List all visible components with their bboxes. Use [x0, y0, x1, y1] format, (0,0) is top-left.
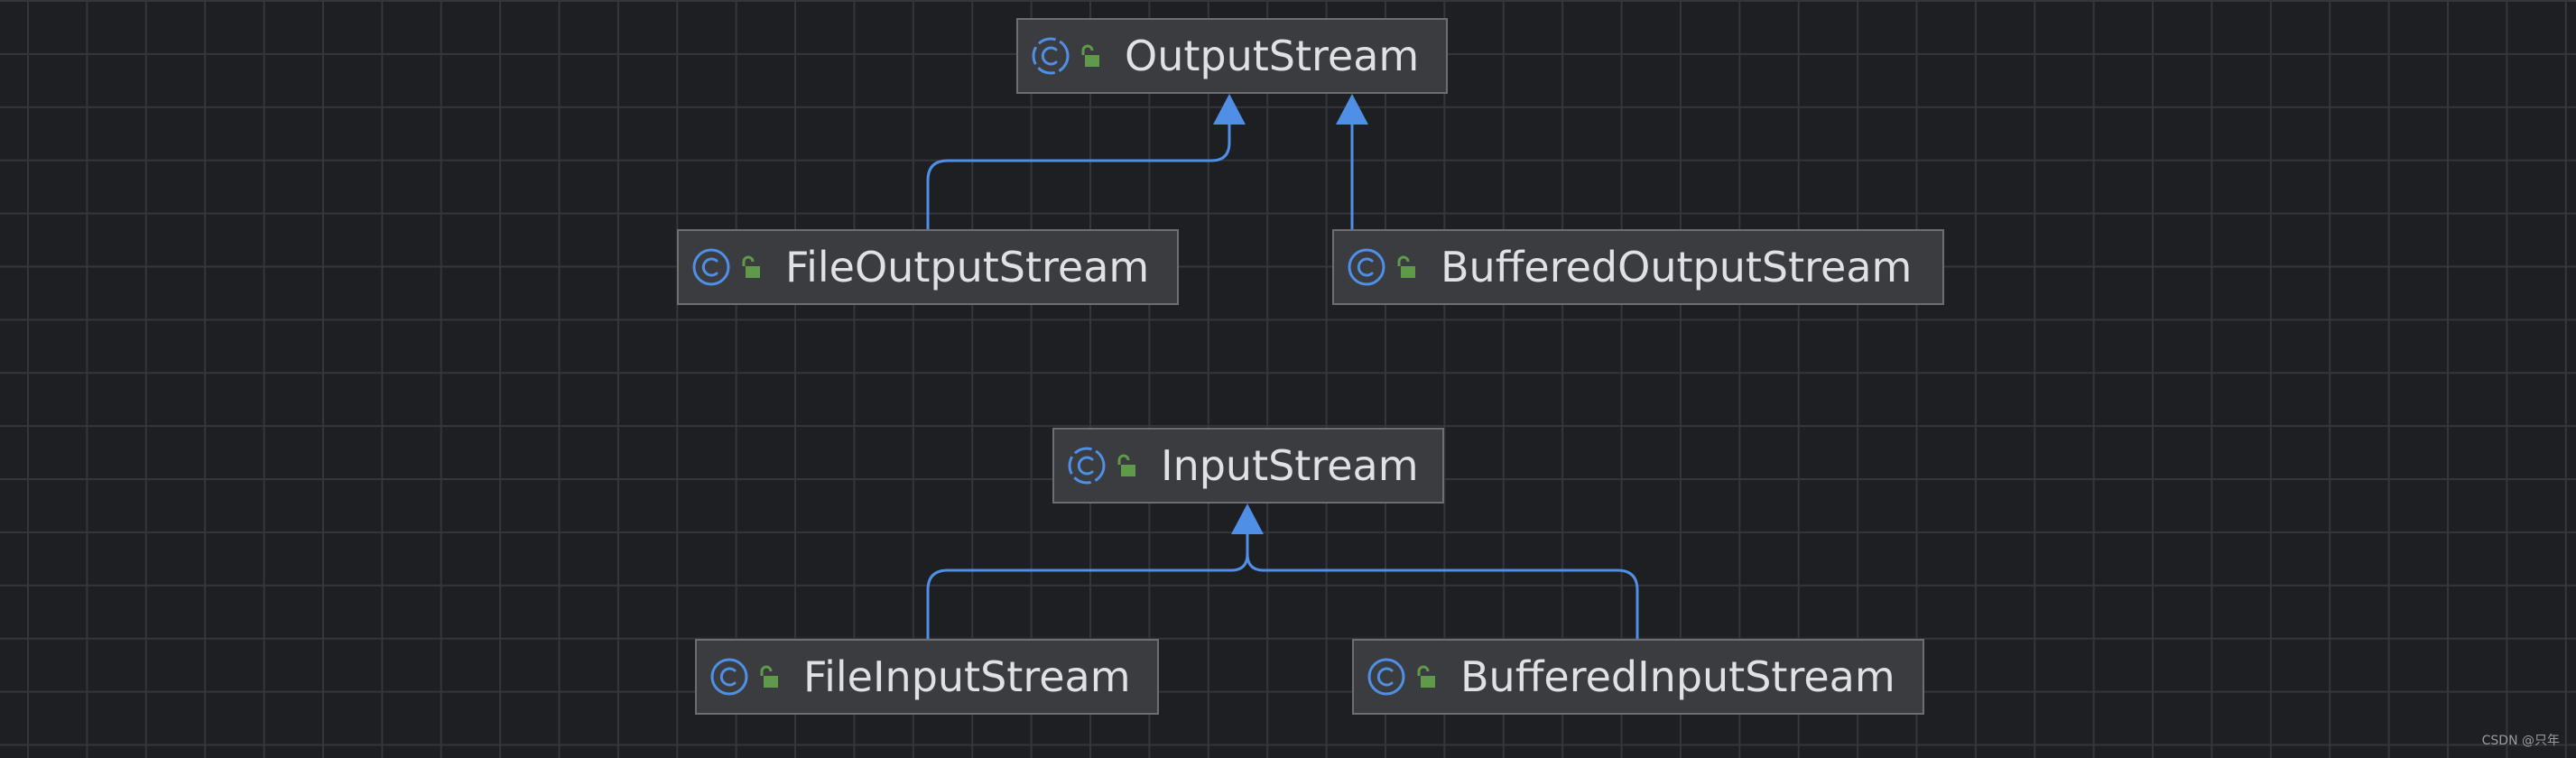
unlocked-icon [1397, 255, 1415, 278]
arrowhead-input-stream [1231, 504, 1264, 534]
class-icon [692, 248, 730, 286]
class-icon [1068, 447, 1106, 485]
class-node-file-output-stream[interactable]: FileOutputStream [677, 229, 1179, 305]
class-icon [1367, 658, 1405, 696]
class-icon [710, 658, 748, 696]
edge-buffered-input-stream-to-input-stream [1246, 532, 1639, 639]
class-node-output-stream[interactable]: OutputStream [1016, 18, 1448, 94]
edge-file-input-stream-to-input-stream [926, 532, 1249, 639]
unlocked-icon [1417, 665, 1435, 688]
unlocked-icon [760, 665, 778, 688]
class-node-file-input-stream[interactable]: FileInputStream [695, 639, 1159, 715]
class-icon [1032, 37, 1070, 75]
arrowhead-output-stream-left [1213, 94, 1246, 125]
class-name: BufferedInputStream [1460, 652, 1895, 701]
edge-file-output-stream-to-output-stream [926, 123, 1231, 229]
class-name: BufferedOutputStream [1441, 243, 1913, 291]
class-name: FileInputStream [803, 652, 1131, 701]
watermark: CSDN @只年 [2481, 734, 2560, 748]
class-node-input-stream[interactable]: InputStream [1052, 428, 1444, 504]
class-node-buffered-input-stream[interactable]: BufferedInputStream [1352, 639, 1924, 715]
class-node-buffered-output-stream[interactable]: BufferedOutputStream [1332, 229, 1944, 305]
class-icon [1348, 248, 1385, 286]
class-name: OutputStream [1125, 32, 1420, 80]
unlocked-icon [742, 255, 760, 278]
class-name: FileOutputStream [785, 243, 1150, 291]
arrowhead-output-stream-right [1336, 94, 1368, 125]
class-name: InputStream [1161, 441, 1419, 490]
unlocked-icon [1117, 454, 1135, 476]
unlocked-icon [1081, 44, 1099, 67]
